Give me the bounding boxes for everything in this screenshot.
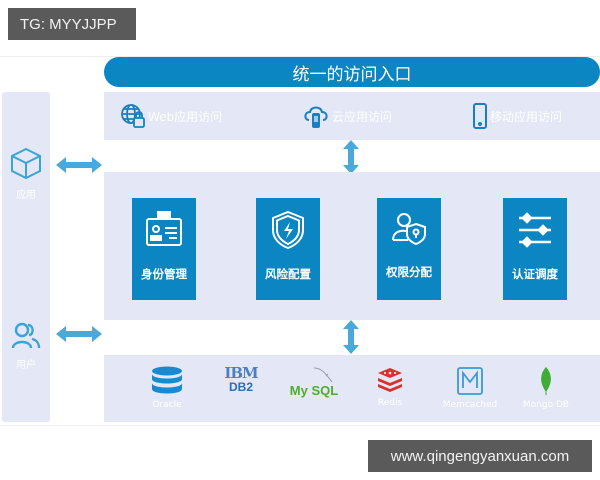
access-item-cloud: 云应用访问 <box>302 92 392 140</box>
module-label: 风险配置 <box>265 267 311 281</box>
unified-access-title: 统一的访问入口 <box>104 57 600 87</box>
mongodb-logo <box>541 367 551 395</box>
bidirectional-arrow-icon <box>56 326 102 342</box>
module-label: 认证调度 <box>512 267 558 281</box>
ibm-db2-logo: IBM DB2 <box>224 364 258 394</box>
access-label-mobile: 移动应用访问 <box>490 109 563 124</box>
module-auth-scheduling: 认证调度 <box>503 198 567 300</box>
vertical-bidirectional-arrow-icon <box>343 140 359 174</box>
cube-icon <box>11 147 41 180</box>
database-band <box>104 355 600 422</box>
access-label-cloud: 云应用访问 <box>332 109 393 124</box>
memcached-logo <box>457 367 483 395</box>
module-permission-allocation: 权限分配 <box>377 198 441 300</box>
db-mysql: My SQL <box>274 366 354 398</box>
db-mongodb: Mongo DB <box>506 366 586 410</box>
title-text: 统一的访问入口 <box>292 64 412 85</box>
mobile-icon <box>473 103 487 129</box>
db-ibm-db2: IBM DB2 <box>201 364 281 394</box>
cloud-phone-icon <box>304 106 328 128</box>
redis-logo <box>378 368 402 392</box>
module-label: 身份管理 <box>141 267 187 281</box>
db-oracle: Oracle <box>127 366 207 410</box>
access-item-mobile: 移动应用访问 <box>472 92 562 140</box>
globe-lock-icon <box>121 104 145 128</box>
db-label: Oracle <box>152 400 182 410</box>
bidirectional-arrow-icon <box>56 157 102 173</box>
module-risk-config: 风险配置 <box>256 198 320 300</box>
left-column: 应用 用户 <box>2 92 50 422</box>
db-redis: Redis <box>350 366 430 408</box>
db-memcached: Memcached <box>430 366 510 410</box>
mysql-logo: My SQL <box>290 366 338 398</box>
sliders-icon <box>519 212 551 248</box>
vertical-bidirectional-arrow-icon <box>343 320 359 354</box>
database-icon <box>152 366 182 394</box>
module-identity-management: 身份管理 <box>132 198 196 300</box>
id-badge-icon <box>146 211 182 246</box>
module-label: 权限分配 <box>386 265 432 279</box>
db-label: Mongo DB <box>522 400 570 410</box>
left-item-user: 用户 <box>2 322 50 371</box>
db-label: Memcached <box>442 400 498 410</box>
access-band: Web应用访问 云应用访问 移动应用访问 <box>104 92 600 140</box>
users-icon <box>11 322 41 349</box>
db-label: Redis <box>377 398 403 408</box>
user-permission-icon <box>392 213 426 246</box>
left-label-user: 用户 <box>16 360 36 371</box>
watermark-bottom-right: www.qingengyanxuan.com <box>368 440 592 472</box>
access-item-web: Web应用访问 <box>120 92 222 140</box>
watermark-top-left: TG: MYYJJPP <box>8 8 136 40</box>
shield-bolt-icon <box>272 210 304 250</box>
access-label-web: Web应用访问 <box>148 109 223 124</box>
left-item-app: 应用 <box>2 146 50 201</box>
left-label-app: 应用 <box>16 190 36 201</box>
